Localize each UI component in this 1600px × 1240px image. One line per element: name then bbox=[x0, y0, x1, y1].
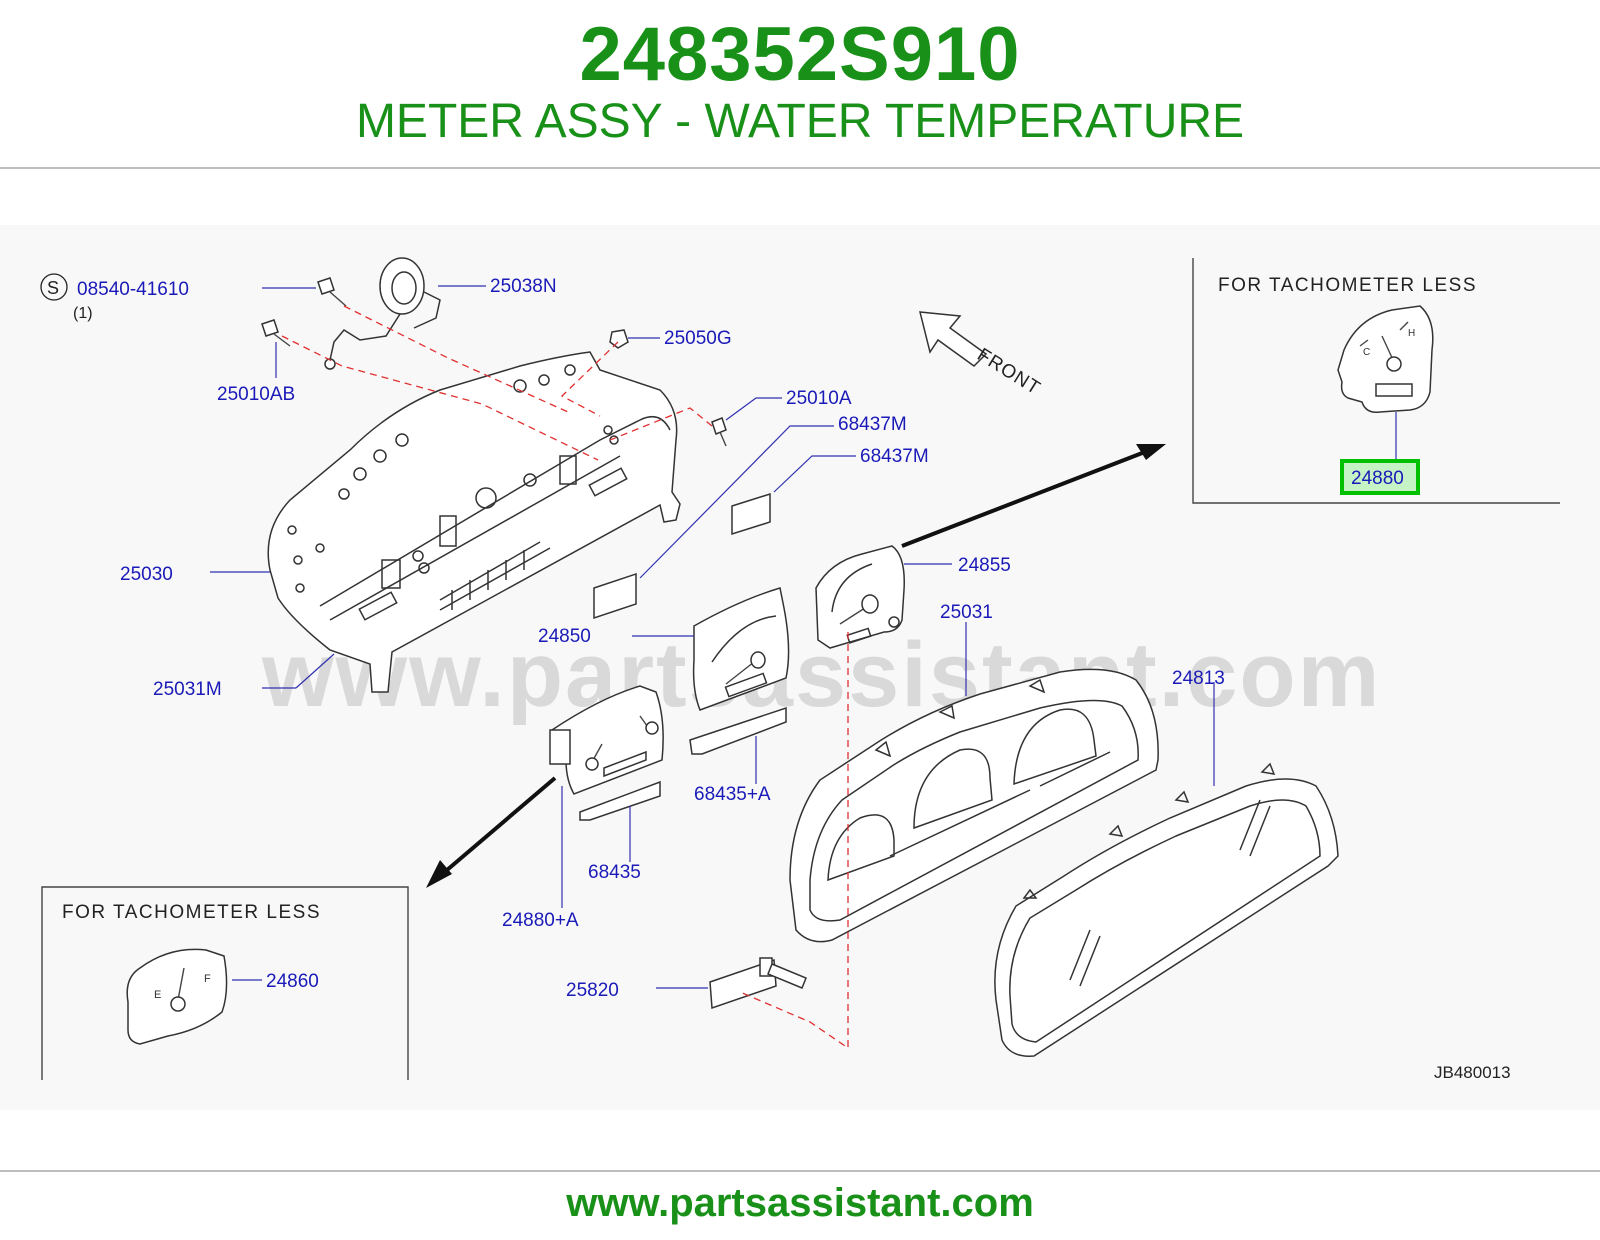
callout-68435: 68435 bbox=[588, 862, 641, 883]
callout-68437M-a: 68437M bbox=[838, 414, 907, 435]
speedometer-24850 bbox=[692, 587, 790, 711]
callout-24850: 24850 bbox=[538, 626, 591, 647]
callout-25030: 25030 bbox=[120, 564, 173, 585]
callout-68437M-b: 68437M bbox=[860, 446, 929, 467]
callout-25010AB: 25010AB bbox=[217, 384, 295, 405]
sensor-25038N bbox=[324, 257, 441, 370]
leader-25031M-b bbox=[295, 653, 335, 689]
front-label: FRONT bbox=[973, 344, 1044, 399]
callout-08540-41610: 08540-41610 bbox=[77, 279, 189, 300]
arrow-head-right bbox=[1136, 444, 1166, 460]
callout-25038N: 25038N bbox=[490, 276, 557, 297]
callout-24880: 24880 bbox=[1351, 468, 1404, 489]
housing-holes bbox=[287, 364, 619, 593]
screw-symbol: S bbox=[47, 278, 59, 298]
inset-right: FOR TACHOMETER LESS C H 24880 bbox=[1192, 258, 1560, 504]
svg-text:H: H bbox=[1408, 328, 1415, 339]
screw-quantity: (1) bbox=[73, 305, 93, 322]
arrow-head-left bbox=[426, 860, 452, 888]
svg-text:C: C bbox=[1363, 347, 1370, 358]
callout-25031: 25031 bbox=[940, 602, 993, 623]
highlight-box-24880 bbox=[1340, 459, 1420, 495]
callout-68435A: 68435+A bbox=[694, 784, 771, 805]
plate-68435 bbox=[579, 780, 661, 821]
part-name-subtitle: METER ASSY - WATER TEMPERATURE bbox=[355, 95, 1245, 148]
callout-25031M: 25031M bbox=[153, 679, 222, 700]
callout-24880A: 24880+A bbox=[502, 910, 579, 931]
clip-25050G bbox=[609, 329, 629, 349]
water-temp-gauge-drawing: C H bbox=[1337, 305, 1434, 414]
header-divider bbox=[0, 167, 1600, 169]
plate-68435A bbox=[689, 706, 787, 755]
screw-25010AB bbox=[261, 319, 291, 347]
drawing-code: JB480013 bbox=[1434, 1063, 1511, 1082]
callout-24813: 24813 bbox=[1172, 668, 1225, 689]
inset-right-border bbox=[1192, 258, 1560, 504]
screw-08540 bbox=[317, 277, 347, 307]
callout-24860: 24860 bbox=[266, 971, 319, 992]
callout-25010A: 25010A bbox=[786, 388, 852, 409]
callout-24855: 24855 bbox=[958, 555, 1011, 576]
assembly-dash-lines bbox=[281, 305, 849, 1050]
inset-left: FOR TACHOMETER LESS E F 24860 bbox=[41, 886, 409, 1080]
arrow-to-right-inset bbox=[901, 448, 1151, 548]
leader-lines bbox=[262, 285, 1215, 989]
screw-25010A bbox=[711, 417, 727, 447]
front-cover-25031 bbox=[789, 668, 1159, 943]
label-plate-68437M-a bbox=[593, 572, 637, 620]
screw-callout-08540: S 08540-41610 (1) bbox=[40, 273, 189, 322]
footer-divider bbox=[0, 1170, 1600, 1172]
arrow-to-left-inset bbox=[438, 776, 557, 878]
inset-left-title: FOR TACHOMETER LESS bbox=[62, 902, 321, 923]
front-arrow-icon bbox=[919, 311, 988, 367]
parts-diagram-svg: www.partsassistant.com FOR TACHOMETER LE… bbox=[40, 257, 1560, 1082]
housing-slots bbox=[358, 455, 628, 621]
parts-diagram: www.partsassistant.com FOR TACHOMETER LE… bbox=[0, 225, 1600, 1110]
screw-symbol-circle bbox=[40, 273, 68, 301]
svg-text:F: F bbox=[204, 973, 211, 985]
inset-left-border bbox=[41, 886, 409, 1080]
gauge-24880A bbox=[549, 685, 664, 795]
glass-cover-24813 bbox=[994, 762, 1339, 1057]
inset-right-title: FOR TACHOMETER LESS bbox=[1218, 275, 1477, 296]
page-header: 248352S910 METER ASSY - WATER TEMPERATUR… bbox=[0, 0, 1600, 168]
front-arrow: FRONT bbox=[919, 311, 1044, 400]
part-number-title: 248352S910 bbox=[579, 12, 1021, 97]
callout-25050G: 25050G bbox=[664, 328, 732, 349]
callout-25820: 25820 bbox=[566, 980, 619, 1001]
tachometer-24855 bbox=[815, 545, 905, 649]
footer-url: www.partsassistant.com bbox=[566, 1181, 1034, 1225]
rear-housing-25030 bbox=[267, 351, 681, 693]
fuel-gauge-drawing: E F bbox=[126, 948, 228, 1045]
label-plate-68437M-b bbox=[731, 492, 771, 536]
svg-text:E: E bbox=[154, 989, 161, 1001]
connector-25820 bbox=[709, 957, 807, 1010]
